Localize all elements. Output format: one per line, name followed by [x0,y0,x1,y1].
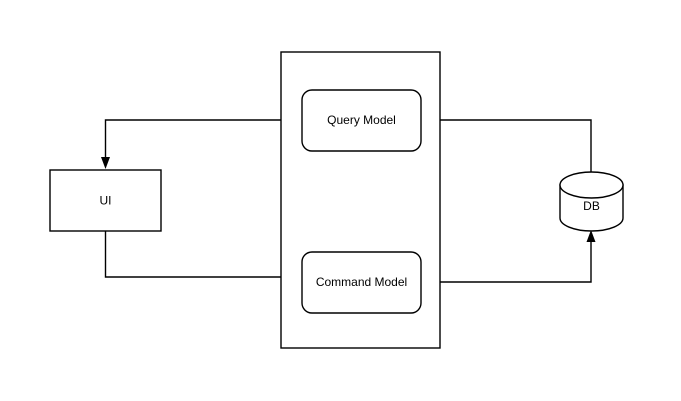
edge-command-model-to-db [421,230,596,283]
edge-db-to-query-model [421,115,592,176]
node-command-model-shape[interactable] [301,251,422,314]
node-command-model[interactable]: Command Model [301,251,422,314]
node-ui-label: UI [100,194,112,208]
arrowhead-into-ui [101,157,110,169]
node-db[interactable]: DB [559,171,624,232]
node-db-top-ellipse [559,171,624,199]
node-query-model[interactable]: Query Model [301,89,422,152]
edge-path-command-to-db [421,239,592,283]
arrowhead-into-db [586,230,596,242]
edge-path-query-to-ui [104,119,302,161]
edge-path-db-to-query [430,119,592,176]
edge-path-ui-to-command [104,231,293,278]
node-query-model-shape[interactable] [301,89,422,152]
node-ui[interactable]: UI [49,169,162,232]
edge-query-model-to-ui [101,119,302,169]
node-ui-shape[interactable] [49,169,162,232]
node-db-label: DB [583,199,600,213]
node-command-model-label: Command Model [316,275,407,289]
edge-ui-to-command-model [104,231,301,282]
node-query-model-label: Query Model [327,113,396,127]
